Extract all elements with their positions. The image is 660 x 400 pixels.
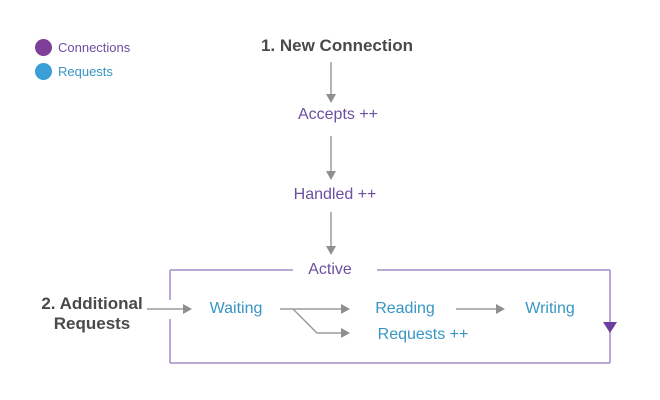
legend-label-connections: Connections [58,40,131,55]
requests-dot-icon [35,63,52,80]
arrow-down-icon [326,62,336,103]
step2-title-line2: Requests [53,314,131,333]
legend-item-requests: Requests [35,63,130,80]
connections-dot-icon [35,39,52,56]
node-handled: Handled ++ [293,186,377,203]
arrow-right-icon [456,304,505,314]
node-active: Active [296,261,364,279]
legend-label-requests: Requests [58,64,113,79]
active-box-border [169,269,611,364]
legend-item-connections: Connections [35,39,130,56]
step2-title-line1: 2. Additional [41,294,143,313]
arrow-down-icon [326,212,336,255]
node-reading: Reading [375,300,435,317]
arrow-branch-down-right-icon [292,308,350,338]
arrow-right-icon [147,304,192,314]
arrow-down-icon [326,136,336,180]
node-accepts: Accepts ++ [297,106,379,123]
node-waiting: Waiting [209,300,263,317]
flow-arrows [147,62,505,338]
loop-arrow-down-icon [603,322,617,333]
node-requests-increment: Requests ++ [377,326,469,343]
node-writing: Writing [525,300,575,317]
legend: Connections Requests [35,39,130,80]
step2-title: 2. Additional Requests [41,294,142,334]
arrow-right-icon [280,304,350,314]
step1-title: 1. New Connection [260,36,414,55]
